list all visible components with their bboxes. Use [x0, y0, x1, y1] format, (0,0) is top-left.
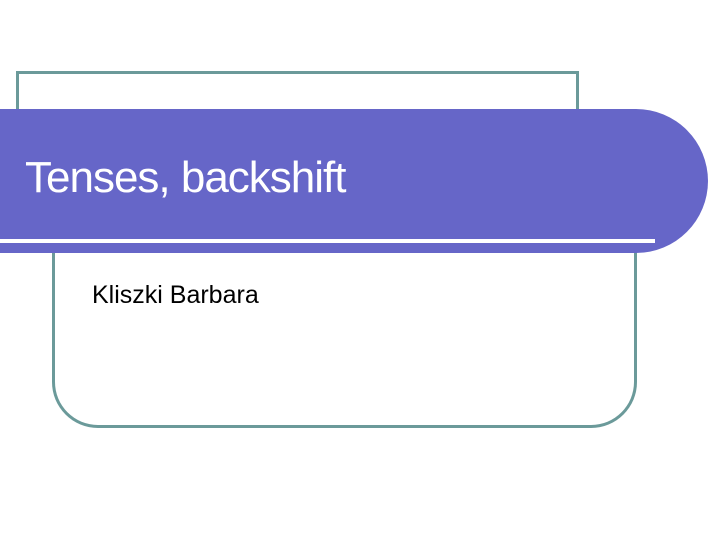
title-banner: Tenses, backshift [0, 109, 708, 253]
banner-divider-line [0, 239, 655, 243]
slide-subtitle-author: Kliszki Barbara [92, 281, 259, 309]
top-decorative-frame [16, 71, 579, 131]
content-frame [52, 230, 637, 428]
slide-title: Tenses, backshift [25, 153, 346, 202]
